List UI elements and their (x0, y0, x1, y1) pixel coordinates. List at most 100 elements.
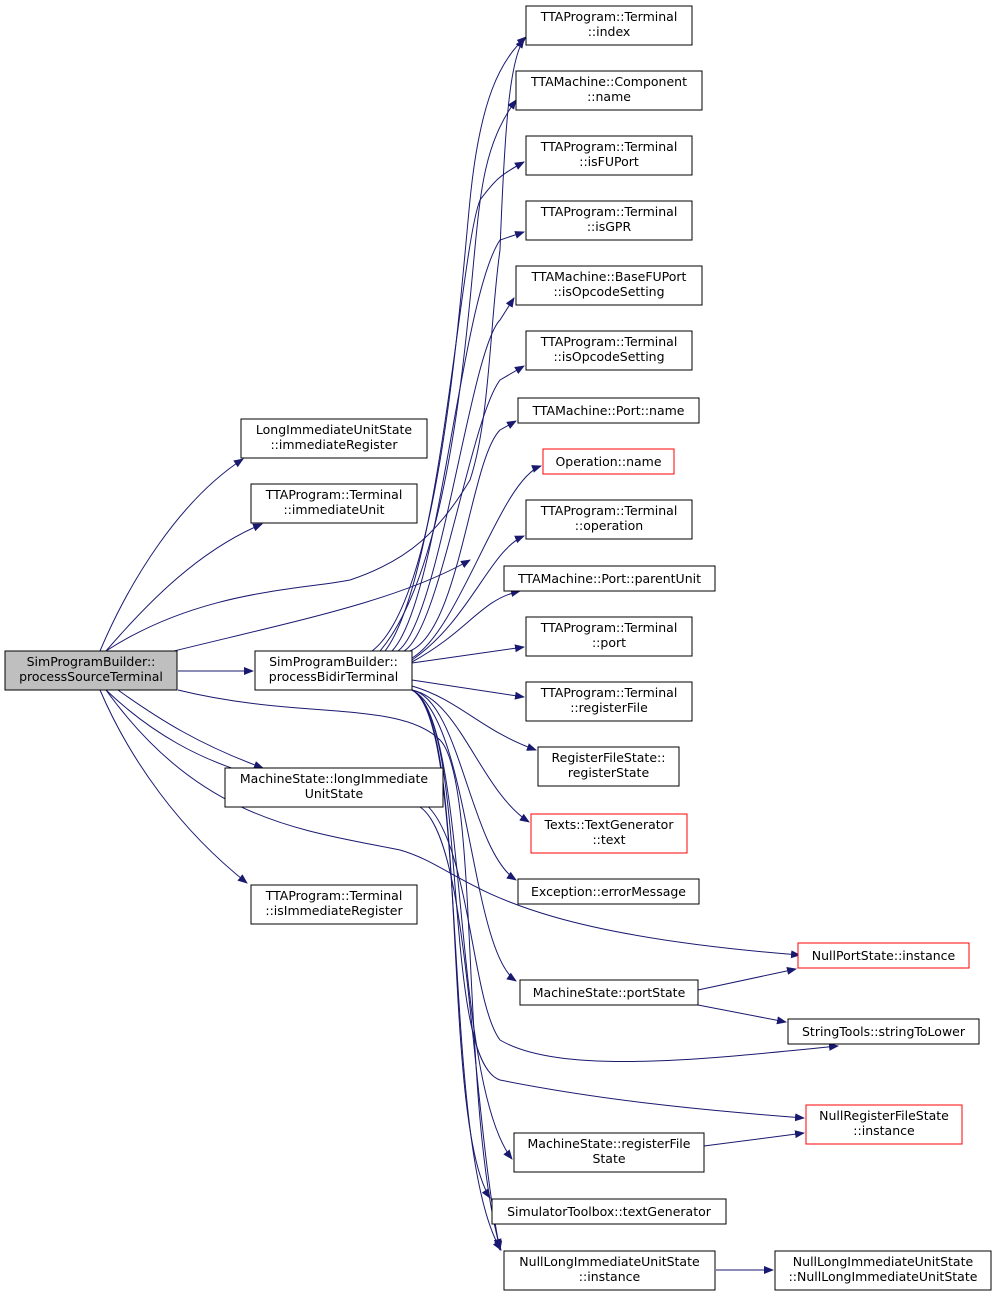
call-edge (403, 365, 525, 652)
node-label-line: UnitState (305, 786, 364, 801)
graph-node-textgen_text[interactable]: Texts::TextGenerator::text (530, 813, 688, 854)
graph-node-term_index[interactable]: TTAProgram::Terminal::index (525, 5, 693, 46)
call-edge (117, 689, 264, 769)
node-box (254, 650, 413, 691)
node-box (240, 418, 428, 459)
nodes-layer: SimProgramBuilder::processSourceTerminal… (4, 5, 992, 1291)
graph-node-root[interactable]: SimProgramBuilder::processSourceTerminal (4, 650, 178, 691)
graph-node-bidir[interactable]: SimProgramBuilder::processBidirTerminal (254, 650, 413, 691)
node-label-line: MachineState::portState (533, 985, 686, 1000)
call-edge (411, 689, 491, 1199)
node-box (519, 979, 699, 1006)
graph-node-rfs_regstate[interactable]: RegisterFileState::registerState (537, 746, 680, 787)
graph-node-term_isimmreg[interactable]: TTAProgram::Terminal::isImmediateRegiste… (250, 884, 418, 925)
node-label-line: ::operation (575, 518, 643, 533)
node-label-line: TTAMachine::BaseFUPort (531, 269, 687, 284)
call-edge (379, 99, 517, 652)
node-label-line: TTAProgram::Terminal (540, 685, 678, 700)
node-label-line: TTAProgram::Terminal (540, 334, 678, 349)
graph-node-stb_textgen[interactable]: SimulatorToolbox::textGenerator (491, 1198, 727, 1225)
call-edge (411, 689, 502, 1251)
graph-node-st_tolower[interactable]: StringTools::stringToLower (787, 1018, 980, 1045)
node-box (774, 1250, 992, 1291)
graph-node-nrfs_instance[interactable]: NullRegisterFileState::instance (805, 1104, 963, 1145)
node-label-line: TTAProgram::Terminal (540, 9, 678, 24)
call-edge (411, 689, 805, 1122)
node-label-line: Texts::TextGenerator (544, 817, 675, 832)
node-box (525, 330, 693, 371)
node-label-line: ::name (587, 89, 631, 104)
call-edge (173, 559, 471, 652)
call-edge (177, 689, 502, 1249)
node-label-line: MachineState::longImmediate (240, 771, 429, 786)
node-box (224, 767, 444, 808)
node-label-line: processBidirTerminal (269, 669, 398, 684)
node-label-line: TTAMachine::Port::parentUnit (517, 571, 701, 586)
node-label-line: ::instance (853, 1123, 915, 1138)
graph-node-comp_name[interactable]: TTAMachine::Component::name (515, 70, 703, 111)
graph-node-term_operation[interactable]: TTAProgram::Terminal::operation (525, 499, 693, 540)
node-box (530, 813, 688, 854)
graph-node-nlius_instance[interactable]: NullLongImmediateUnitState::instance (503, 1250, 716, 1291)
node-label-line: ::text (592, 832, 625, 847)
graph-node-term_isopc[interactable]: TTAProgram::Terminal::isOpcodeSetting (525, 330, 693, 371)
call-edge (391, 231, 525, 652)
call-edge (697, 1004, 787, 1025)
node-label-line: TTAProgram::Terminal (540, 204, 678, 219)
node-label-line: NullRegisterFileState (819, 1108, 949, 1123)
node-label-line: NullLongImmediateUnitState (793, 1254, 974, 1269)
node-label-line: SimProgramBuilder:: (27, 654, 156, 669)
edges-layer (99, 36, 839, 1274)
graph-node-op_name[interactable]: Operation::name (542, 448, 675, 475)
node-box (525, 499, 693, 540)
call-edge (411, 644, 525, 664)
node-box (525, 135, 693, 176)
graph-node-ms_portstate[interactable]: MachineState::portState (519, 979, 699, 1006)
graph-node-nlius_ctor[interactable]: NullLongImmediateUnitState::NullLongImme… (774, 1250, 992, 1291)
node-label-line: ::port (592, 635, 626, 650)
node-label-line: ::registerFile (570, 700, 648, 715)
call-edge (371, 36, 527, 652)
call-edge (411, 689, 513, 1160)
graph-node-term_port[interactable]: TTAProgram::Terminal::port (525, 616, 693, 657)
call-edge (384, 161, 525, 652)
node-box (4, 650, 178, 691)
node-label-line: ::instance (579, 1269, 641, 1284)
node-box (525, 200, 693, 241)
graph-node-port_parent[interactable]: TTAMachine::Port::parentUnit (503, 565, 716, 592)
node-label-line: TTAProgram::Terminal (540, 503, 678, 518)
call-edge (411, 465, 542, 659)
node-label-line: Exception::errorMessage (531, 884, 686, 899)
graph-node-term_regfile[interactable]: TTAProgram::Terminal::registerFile (525, 681, 693, 722)
graph-node-term_isgpr[interactable]: TTAProgram::Terminal::isGPR (525, 200, 693, 241)
graph-node-basefu_isopc[interactable]: TTAMachine::BaseFUPort::isOpcodeSetting (515, 265, 703, 306)
node-box (517, 878, 700, 905)
graph-node-term_immunit[interactable]: TTAProgram::Terminal::immediateUnit (250, 483, 418, 524)
node-box (503, 565, 716, 592)
graph-node-term_isfuport[interactable]: TTAProgram::Terminal::isFUPort (525, 135, 693, 176)
call-edge (411, 685, 537, 751)
node-label-line: SimulatorToolbox::textGenerator (507, 1204, 712, 1219)
node-box (525, 681, 693, 722)
node-label-line: NullLongImmediateUnitState (519, 1254, 700, 1269)
graph-node-port_name[interactable]: TTAMachine::Port::name (517, 397, 700, 424)
graph-node-exc_errmsg[interactable]: Exception::errorMessage (517, 878, 700, 905)
node-label-line: ::index (588, 24, 631, 39)
graph-node-lius_immreg[interactable]: LongImmediateUnitState::immediateRegiste… (240, 418, 428, 459)
call-edge (419, 806, 503, 1251)
call-edge (105, 689, 801, 959)
node-box (525, 616, 693, 657)
node-label-line: Operation::name (555, 454, 661, 469)
call-edge (105, 523, 263, 652)
node-label-line: TTAProgram::Terminal (540, 139, 678, 154)
call-edge (397, 297, 515, 652)
graph-node-nps_instance[interactable]: NullPortState::instance (797, 942, 970, 969)
node-label-line: TTAProgram::Terminal (540, 620, 678, 635)
call-edge (411, 535, 525, 661)
node-label-line: ::isFUPort (579, 154, 639, 169)
node-box (517, 397, 700, 424)
node-label-line: StringTools::stringToLower (802, 1024, 966, 1039)
